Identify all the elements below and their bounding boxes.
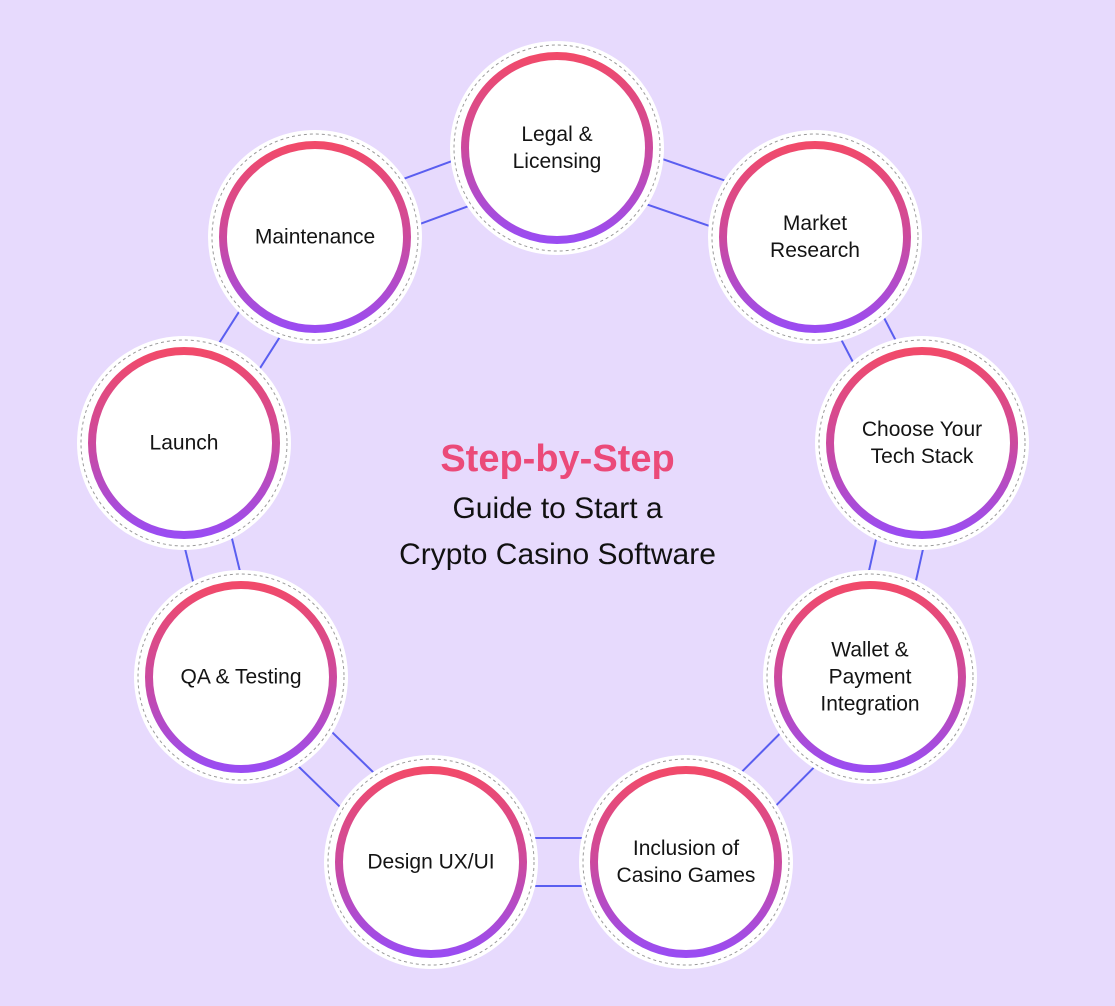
node-dashed-ring — [711, 133, 919, 341]
node-gradient-ring — [335, 766, 527, 958]
node-dashed-ring — [582, 758, 790, 966]
step-node-inclusion-casino-games — [579, 755, 793, 969]
step-node-wallet-payment-integration — [763, 570, 977, 784]
node-dashed-ring — [766, 573, 974, 781]
step-label-wallet-payment-integration: Wallet & Payment Integration — [820, 638, 920, 716]
step-label-inclusion-casino-games: Inclusion of Casino Games — [616, 837, 756, 887]
step-node-qa-testing — [134, 570, 348, 784]
node-dashed-ring — [80, 339, 288, 547]
node-gradient-ring — [774, 581, 966, 773]
node-gradient-ring — [719, 141, 911, 333]
step-label-qa-testing: QA & Testing — [180, 665, 302, 689]
node-gradient-ring — [88, 347, 280, 539]
step-label-choose-tech-stack: Choose Your Tech Stack — [861, 418, 983, 468]
title-highlight: Step-by-Step — [440, 438, 675, 480]
node-gradient-ring — [145, 581, 337, 773]
node-gradient-ring — [461, 52, 653, 244]
title-line-3: Crypto Casino Software — [399, 538, 716, 571]
node-gradient-ring — [219, 141, 411, 333]
node-dashed-ring — [453, 44, 661, 252]
step-label-legal-licensing: Legal & Licensing — [512, 123, 602, 173]
step-node-legal-licensing — [450, 41, 664, 255]
title-line-2: Guide to Start a — [452, 492, 663, 525]
node-dashed-ring — [211, 133, 419, 341]
step-node-maintenance — [208, 130, 422, 344]
step-label-design-ux-ui: Design UX/UI — [367, 850, 495, 874]
node-dashed-ring — [137, 573, 345, 781]
step-node-design-ux-ui — [324, 755, 538, 969]
step-nodes — [77, 41, 1029, 969]
node-gradient-ring — [590, 766, 782, 958]
node-gradient-ring — [826, 347, 1018, 539]
step-node-launch — [77, 336, 291, 550]
step-node-market-research — [708, 130, 922, 344]
step-label-maintenance: Maintenance — [254, 225, 376, 249]
step-node-choose-tech-stack — [815, 336, 1029, 550]
node-dashed-ring — [327, 758, 535, 966]
node-dashed-ring — [818, 339, 1026, 547]
step-label-market-research: Market Research — [770, 212, 860, 262]
step-label-launch: Launch — [149, 431, 219, 455]
